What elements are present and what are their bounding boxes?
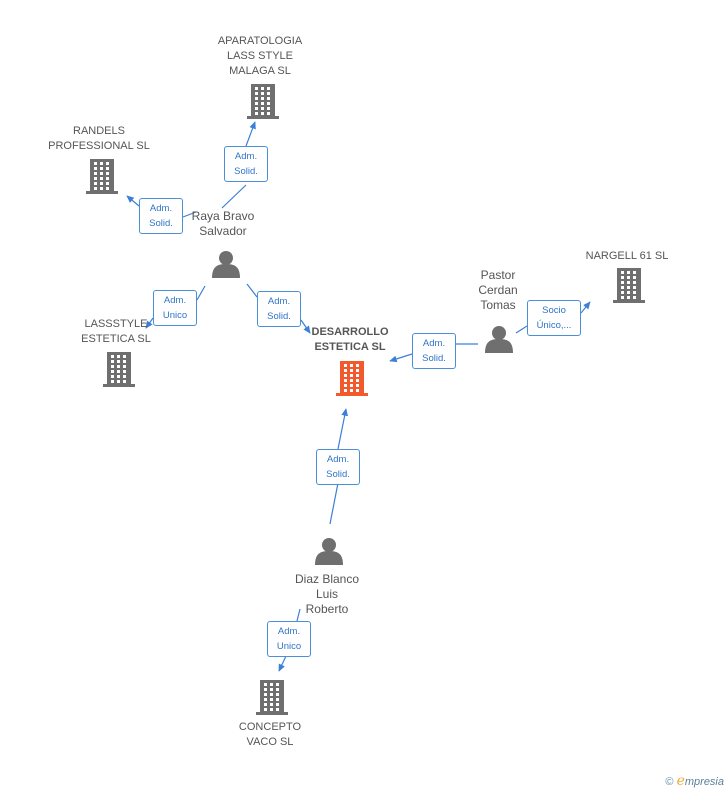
edge-line-diaz-concepto [279, 608, 301, 671]
node-label-nargell[interactable]: NARGELL 61 SL [585, 250, 669, 262]
node-label-pastor[interactable]: Pastor Cerdan Tomas [478, 268, 518, 312]
edge-line-raya-aparatologia [221, 122, 255, 209]
edge-line-raya-desarrollo [246, 283, 310, 333]
edge-badge-raya-lassstyle[interactable]: Adm. Unico [153, 290, 197, 326]
edge-badge-raya-aparatologia[interactable]: Adm. Solid. [224, 146, 268, 182]
copyright-symbol: © [665, 776, 674, 788]
randels-building-icon[interactable] [86, 159, 118, 194]
empresia-logo-text: mpresia [684, 776, 724, 788]
empresia-logo-e: e [676, 773, 685, 789]
node-label-aparatologia[interactable]: APARATOLOGIA LASS STYLE MALAGA SL [217, 35, 303, 77]
node-label-lassstyle[interactable]: LASSSTYLE ESTETICA SL [81, 318, 151, 345]
icons-layer [86, 84, 645, 715]
edge-line-pastor-nargell [515, 302, 590, 334]
desarrollo-building-icon[interactable] [336, 361, 368, 396]
edge-badge-pastor-nargell[interactable]: Socio Único,... [527, 300, 581, 336]
lassstyle-building-icon[interactable] [103, 352, 135, 387]
edges-layer [127, 122, 590, 671]
edge-badge-pastor-desarrollo[interactable]: Adm. Solid. [412, 333, 456, 369]
pastor-person-icon[interactable] [485, 326, 513, 353]
edge-badge-raya-randels[interactable]: Adm. Solid. [139, 198, 183, 234]
edge-line-raya-lassstyle [146, 285, 206, 328]
node-label-raya[interactable]: Raya Bravo Salvador [191, 209, 255, 238]
node-label-concepto[interactable]: CONCEPTO VACO SL [238, 721, 302, 748]
aparatologia-building-icon[interactable] [247, 84, 279, 119]
node-label-randels[interactable]: RANDELS PROFESSIONAL SL [48, 125, 150, 152]
concepto-building-icon[interactable] [256, 680, 288, 715]
edge-badge-raya-desarrollo[interactable]: Adm. Solid. [257, 291, 301, 327]
empresia-footer[interactable]: © empresia [665, 773, 724, 789]
raya-person-icon[interactable] [212, 251, 240, 278]
edge-line-pastor-desarrollo [390, 343, 478, 361]
edge-badge-diaz-desarrollo[interactable]: Adm. Solid. [316, 449, 360, 485]
edge-badge-diaz-concepto[interactable]: Adm. Unico [267, 621, 311, 657]
node-label-desarrollo[interactable]: DESARROLLO ESTETICA SL [311, 326, 389, 353]
edge-line-raya-randels [127, 196, 197, 218]
nargell-building-icon[interactable] [613, 268, 645, 303]
node-label-diaz[interactable]: Diaz Blanco Luis Roberto [294, 572, 360, 616]
edge-line-diaz-desarrollo [329, 409, 346, 525]
diaz-person-icon[interactable] [315, 538, 343, 565]
